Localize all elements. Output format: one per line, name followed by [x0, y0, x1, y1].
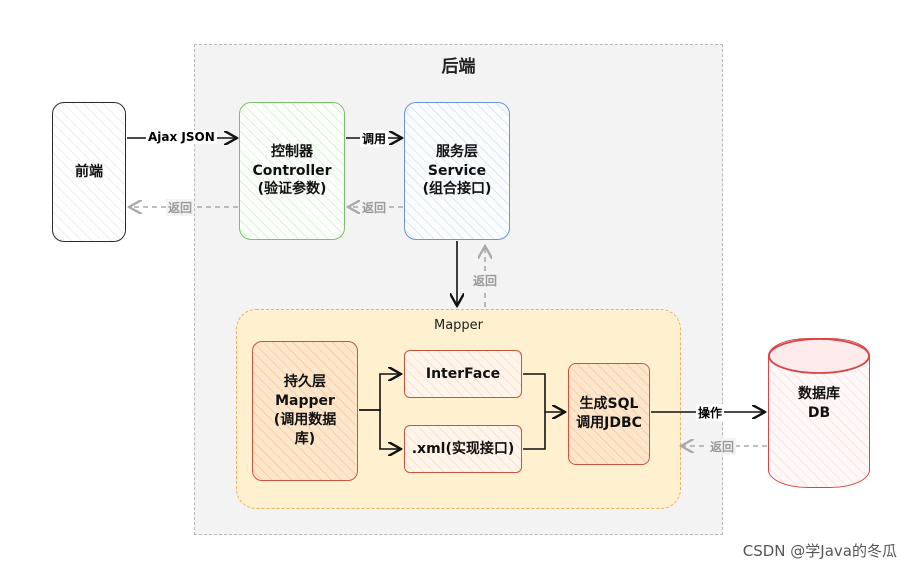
- backend-title: 后端: [441, 57, 476, 77]
- edge-persistence-to-xml: [359, 409, 401, 449]
- edge-persistence-to-interface: [359, 374, 401, 411]
- xml-node: .xml(实现接口): [404, 425, 522, 473]
- database-label: 数据库 DB: [798, 386, 840, 421]
- edge-xml-to-sql: [523, 412, 546, 450]
- persistence-mapper-node: 持久层 Mapper (调用数据 库): [252, 341, 358, 481]
- interface-label: InterFace: [425, 365, 501, 382]
- edge-label-return-controller: 返回: [360, 199, 389, 216]
- interface-node: InterFace: [404, 350, 522, 398]
- edge-label-call: 调用: [360, 130, 389, 147]
- sql-jdbc-node: 生成SQL 调用JDBC: [568, 363, 650, 465]
- sql-label: 生成SQL 调用JDBC: [576, 396, 642, 431]
- frontend-label: 前端: [75, 163, 103, 180]
- mapper-group-title: Mapper: [433, 318, 484, 333]
- edge-interface-to-sql: [523, 373, 565, 412]
- controller-node: 控制器 Controller (验证参数): [239, 102, 345, 240]
- xml-label: .xml(实现接口): [411, 440, 515, 457]
- edge-label-ajax-json: Ajax JSON: [146, 130, 217, 144]
- database-top-ellipse: [768, 338, 870, 374]
- persistence-label: 持久层 Mapper (调用数据 库): [273, 374, 337, 447]
- edge-label-operate: 操作: [696, 404, 725, 421]
- frontend-node: 前端: [52, 102, 126, 242]
- service-label: 服务层 Service (组合接口): [422, 143, 492, 198]
- edge-label-return-frontend: 返回: [166, 199, 195, 216]
- service-node: 服务层 Service (组合接口): [404, 102, 510, 240]
- edge-label-return-service: 返回: [471, 272, 500, 289]
- watermark-text: CSDN @学Java的冬瓜: [742, 542, 897, 560]
- edge-label-return-db: 返回: [708, 438, 737, 455]
- controller-label: 控制器 Controller (验证参数): [252, 143, 332, 198]
